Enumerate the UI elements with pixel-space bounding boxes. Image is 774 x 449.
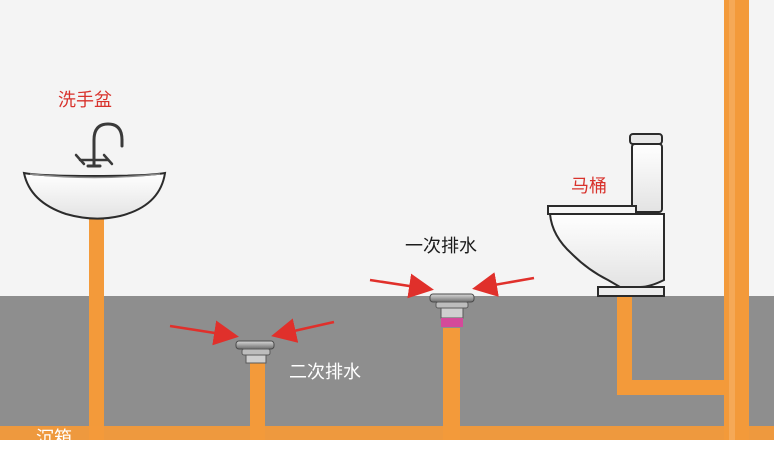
toilet-icon <box>547 133 665 297</box>
primary-drain-fitting-icon <box>429 293 475 327</box>
secondary-drain-label: 二次排水 <box>289 362 361 383</box>
sink-basin-icon <box>22 171 167 220</box>
secondary-drain-fitting-icon <box>235 340 275 364</box>
toilet-drain-pipe <box>617 296 632 394</box>
toilet-horizontal-pipe <box>617 380 731 395</box>
vent-stack-pipe <box>724 0 749 440</box>
bottom-pipe <box>0 426 774 440</box>
bottom-left-partial-label: 沉箱 <box>36 428 72 449</box>
primary-drain-left-arrow <box>369 273 434 299</box>
floor-slab <box>0 296 774 440</box>
secondary-drain-left-arrow <box>169 320 239 346</box>
secondary-drain-right-arrow <box>271 318 335 343</box>
sink-drain-pipe <box>89 215 104 440</box>
primary-drain-pipe <box>443 328 460 440</box>
toilet-label: 马桶 <box>571 176 607 197</box>
plumbing-diagram <box>0 0 774 440</box>
sink-label: 洗手盆 <box>58 90 112 111</box>
secondary-drain-pipe <box>250 362 265 440</box>
primary-drain-right-arrow <box>472 272 535 297</box>
primary-drain-label: 一次排水 <box>405 236 477 257</box>
vent-stack-highlight <box>729 0 735 440</box>
faucet-icon <box>74 122 124 168</box>
